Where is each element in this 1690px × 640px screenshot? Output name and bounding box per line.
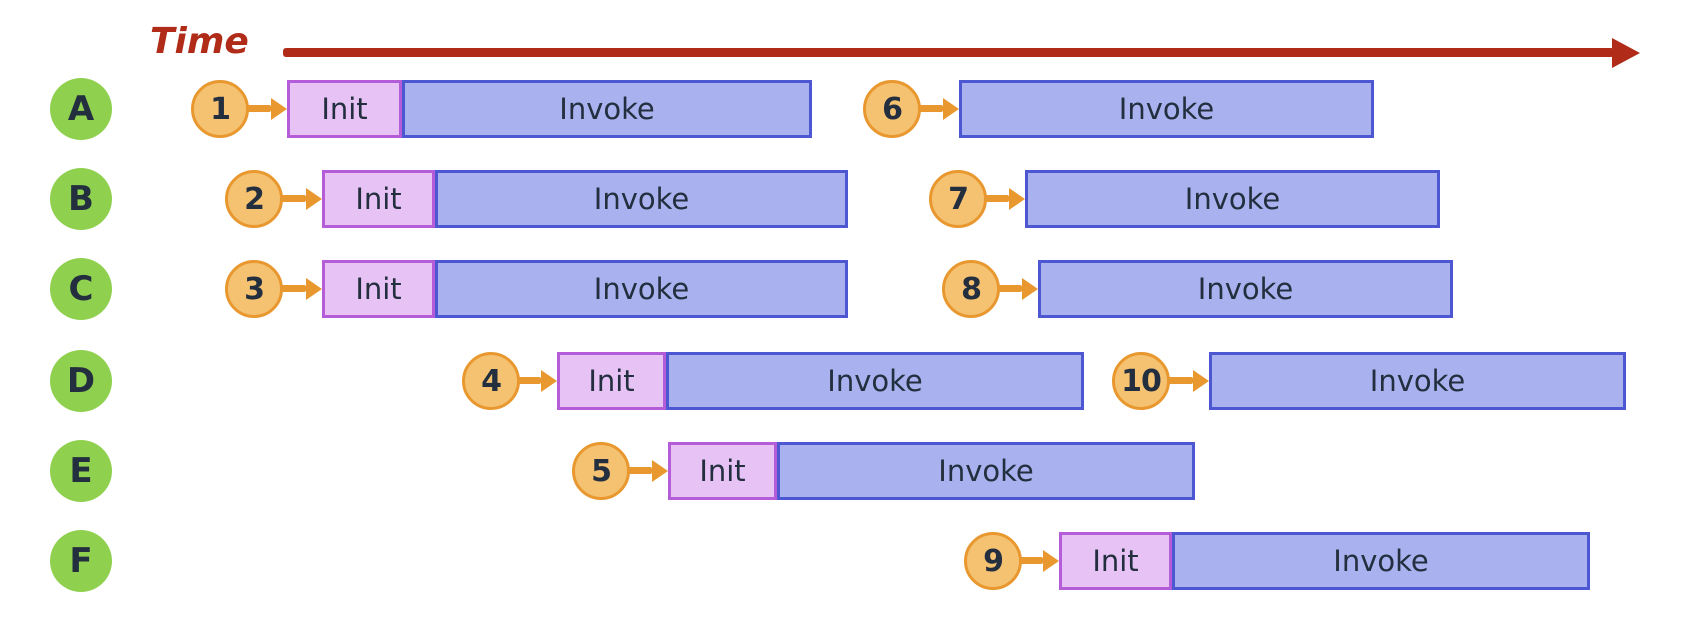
marker-arrowhead-icon	[1022, 278, 1038, 300]
marker-arrowhead-icon	[943, 98, 959, 120]
init-bar-label: Init	[355, 181, 402, 216]
marker-arrow-icon	[918, 105, 943, 112]
marker-arrow-icon	[517, 377, 541, 384]
step-marker-7: 7	[929, 170, 987, 228]
init-bar: Init	[557, 352, 666, 410]
step-marker-9: 9	[964, 532, 1022, 590]
invoke-bar: Invoke	[435, 260, 848, 318]
step-marker-6: 6	[863, 80, 921, 138]
env-badge-c: C	[50, 258, 112, 320]
env-badge-b: B	[50, 168, 112, 230]
invoke-bar: Invoke	[777, 442, 1195, 500]
marker-arrow-icon	[984, 195, 1009, 202]
invoke-bar: Invoke	[1209, 352, 1626, 410]
invoke-bar: Invoke	[435, 170, 848, 228]
env-badge-a: A	[50, 78, 112, 140]
marker-arrowhead-icon	[652, 460, 668, 482]
env-badge-f: F	[50, 530, 112, 592]
marker-arrow-icon	[280, 285, 306, 292]
init-bar: Init	[287, 80, 402, 138]
marker-arrowhead-icon	[1009, 188, 1025, 210]
invoke-bar-label: Invoke	[559, 91, 655, 126]
invoke-bar-label: Invoke	[1118, 91, 1215, 126]
marker-arrowhead-icon	[1043, 550, 1059, 572]
step-marker-8: 8	[942, 260, 1000, 318]
init-bar-label: Init	[1092, 543, 1139, 578]
invoke-bar: Invoke	[666, 352, 1084, 410]
invoke-bar-label: Invoke	[1369, 363, 1466, 398]
marker-arrowhead-icon	[541, 370, 557, 392]
invoke-bar: Invoke	[1172, 532, 1590, 590]
marker-arrow-icon	[1019, 557, 1043, 564]
invoke-bar-label: Invoke	[593, 271, 690, 306]
invoke-bar: Invoke	[402, 80, 812, 138]
invoke-bar-label: Invoke	[1333, 543, 1429, 578]
init-bar-label: Init	[321, 91, 368, 126]
time-arrowhead-icon	[1612, 37, 1640, 68]
time-arrow-line	[283, 48, 1614, 57]
marker-arrow-icon	[627, 467, 652, 474]
invoke-bar: Invoke	[1038, 260, 1453, 318]
init-bar: Init	[668, 442, 777, 500]
marker-arrowhead-icon	[306, 278, 322, 300]
step-marker-10: 10	[1112, 352, 1170, 410]
invoke-bar-label: Invoke	[593, 181, 690, 216]
marker-arrow-icon	[997, 285, 1022, 292]
init-bar: Init	[1059, 532, 1172, 590]
init-bar: Init	[322, 170, 435, 228]
step-marker-1: 1	[191, 80, 249, 138]
marker-arrowhead-icon	[271, 98, 287, 120]
marker-arrowhead-icon	[1193, 370, 1209, 392]
marker-arrow-icon	[246, 105, 271, 112]
invoke-bar: Invoke	[1025, 170, 1440, 228]
invoke-bar-label: Invoke	[1184, 181, 1281, 216]
marker-arrow-icon	[1167, 377, 1193, 384]
invoke-bar-label: Invoke	[1197, 271, 1294, 306]
marker-arrowhead-icon	[306, 188, 322, 210]
init-bar-label: Init	[588, 363, 635, 398]
init-bar: Init	[322, 260, 435, 318]
time-label: Time	[150, 21, 249, 62]
step-marker-4: 4	[462, 352, 520, 410]
env-badge-e: E	[50, 440, 112, 502]
marker-arrow-icon	[280, 195, 306, 202]
invoke-bar-label: Invoke	[938, 453, 1034, 488]
init-bar-label: Init	[355, 271, 402, 306]
init-bar-label: Init	[699, 453, 746, 488]
step-marker-2: 2	[225, 170, 283, 228]
invoke-bar: Invoke	[959, 80, 1374, 138]
env-badge-d: D	[50, 350, 112, 412]
step-marker-3: 3	[225, 260, 283, 318]
invoke-bar-label: Invoke	[827, 363, 923, 398]
step-marker-5: 5	[572, 442, 630, 500]
